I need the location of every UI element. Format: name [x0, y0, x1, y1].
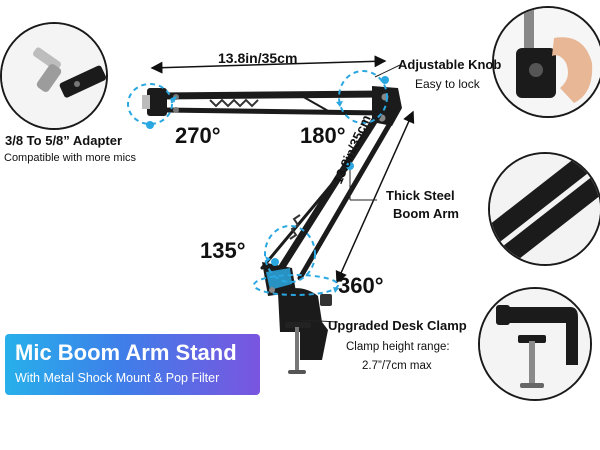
callout-leaders	[299, 64, 401, 323]
adapter-title: 3/8 To 5/8” Adapter	[5, 133, 123, 148]
clamp-description-line1: Clamp height range:	[346, 341, 450, 353]
rotation-180	[338, 70, 388, 124]
arm-title-line2: Boom Arm	[393, 206, 459, 221]
adapter-detail-circle	[0, 22, 108, 130]
rotation-indicators	[127, 70, 388, 296]
clamp-detail-image	[480, 289, 590, 399]
product-title: Mic Boom Arm Stand	[15, 340, 237, 365]
rotation-270	[127, 83, 173, 125]
angle-135-label: 135°	[200, 238, 246, 263]
horizontal-dimension-label: 13.8in/35cm	[218, 50, 298, 66]
rotation-135	[264, 225, 316, 283]
clamp-description-line2: 2.7”/7cm max	[362, 360, 432, 372]
knob-description: Easy to lock	[415, 77, 480, 91]
knob-detail-circle	[492, 6, 600, 118]
adapter-detail-image	[2, 24, 106, 128]
rotation-360	[253, 274, 339, 296]
angle-180-label: 180°	[300, 123, 346, 148]
desk-clamp	[278, 288, 332, 374]
diagonal-dimension-line	[335, 110, 415, 284]
clamp-title: Upgraded Desk Clamp	[328, 318, 467, 333]
mic-adapter-end	[142, 88, 179, 116]
adapter-description: Compatible with more mics	[4, 152, 137, 164]
springs	[209, 98, 301, 240]
clamp-detail-circle	[478, 287, 592, 401]
arm-detail-circle	[488, 152, 600, 266]
horizontal-dimension-line	[150, 55, 387, 74]
knob-title: Adjustable Knob	[398, 57, 502, 72]
arm-title-line1: Thick Steel	[386, 188, 455, 203]
rotation-arrow-heads	[171, 96, 343, 293]
product-subtitle: With Metal Shock Mount & Pop Filter	[15, 371, 220, 385]
arm-detail-image	[490, 154, 600, 264]
knob-detail-image	[494, 8, 600, 116]
angle-360-label: 360°	[338, 273, 384, 298]
product-banner: Mic Boom Arm Stand With Metal Shock Moun…	[5, 334, 260, 395]
angle-270-label: 270°	[175, 123, 221, 148]
upper-arm	[156, 90, 392, 116]
callout-dots	[146, 76, 389, 266]
